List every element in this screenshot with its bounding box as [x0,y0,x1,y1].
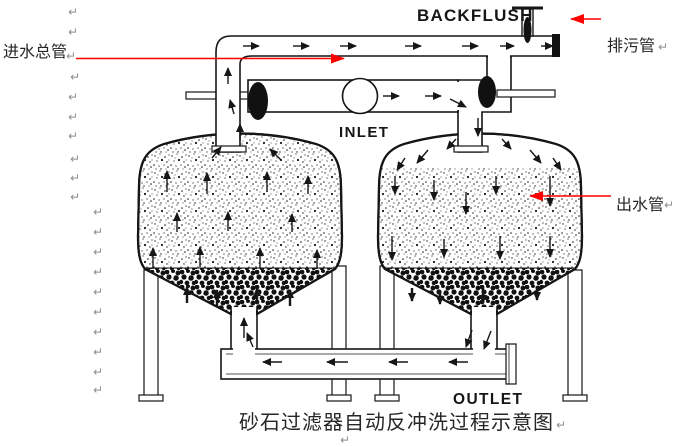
left-closed-valve-icon [248,82,268,120]
paragraph-mark-icon: ↵ [93,325,103,339]
paragraph-mark-icon: ↵ [93,245,103,259]
outlet-flange [505,343,517,385]
paragraph-mark-icon: ↵ [93,225,103,239]
top-piping [185,6,560,153]
paragraph-mark-icon: ↵ [68,110,78,124]
right-riser-flange [453,145,489,153]
paragraph-mark-icon: ↵ [70,70,80,84]
flow-arrow-icon [446,138,457,150]
leg-foot [326,394,352,402]
right-flange-bar [496,89,556,98]
outlet-manifold-pipe [220,348,508,380]
paragraph-mark-icon: ↵ [664,198,674,212]
inlet-main-pipe-label: 进水总管 [3,42,67,61]
callouts [76,14,611,201]
flow-arrow-icon [269,148,282,161]
paragraph-mark-icon: ↵ [70,171,80,185]
paragraph-marks: ↵ ↵ ↵ ↵ ↵ ↵ ↵ ↵ ↵ ↵ ↵ ↵ ↵ ↵ ↵ ↵ ↵ ↵ ↵ ↵ ↵ ↵ ↵ ↵ [66,5,674,447]
backflush-label: BACKFLUSH [417,6,534,25]
flow-arrow-icon [449,98,467,108]
left-filter-tank [136,132,344,316]
paragraph-mark-icon: ↵ [93,365,103,379]
paragraph-mark-icon: ↵ [68,5,78,19]
drain-valve-icon [512,6,543,43]
paragraph-mark-icon: ↵ [340,433,350,447]
flow-arrow-icon [211,146,222,159]
drain-pipe-label: 排污管 [607,36,655,55]
paragraph-mark-icon: ↵ [68,90,78,104]
drain-pipe-end-cap [552,34,560,57]
paragraph-mark-icon: ↵ [68,129,78,143]
inlet-label: INLET [339,124,389,141]
tank-leg [567,269,583,397]
flow-arrow-icon [464,329,473,348]
right-tank-outline [376,132,584,316]
outlet-pipe-label: 出水管 [616,195,664,214]
flow-arrows [149,42,562,366]
paragraph-mark-icon: ↵ [93,305,103,319]
paragraph-mark-icon: ↵ [556,418,566,432]
paragraph-mark-icon: ↵ [68,25,78,39]
flow-arrow-icon [552,157,562,171]
tank-leg [143,269,159,397]
paragraph-mark-icon: ↵ [658,40,668,54]
flow-arrow-icon [228,99,237,115]
caption: 砂石过滤器自动反冲洗过程示意图 [239,410,554,434]
flow-arrow-icon [529,149,542,164]
sand-layer [138,133,342,270]
paragraph-mark-icon: ↵ [93,285,103,299]
paragraph-mark-icon: ↵ [93,205,103,219]
left-tank-outline [136,132,344,316]
flow-arrow-icon [396,157,406,171]
left-riser-flange [211,145,247,153]
leg-foot [374,394,400,402]
inlet-pipe-fitting [341,77,379,115]
paragraph-mark-icon: ↵ [66,49,76,63]
diagram-labels: BACKFLUSH INLET OUTLET 进水总管 排污管 出水管 砂石过滤… [3,6,664,434]
flow-arrow-icon [416,149,429,164]
left-tank-media [138,133,342,314]
flow-arrow-icon [501,138,512,150]
leg-foot [562,394,588,402]
paragraph-mark-icon: ↵ [70,152,80,166]
leg-foot [138,394,164,402]
sand-layer [378,168,582,270]
paragraph-mark-icon: ↵ [70,190,80,204]
paragraph-mark-icon: ↵ [93,345,103,359]
right-closed-valve-icon [478,76,496,108]
bottom-outlet-piping [220,306,517,385]
flow-arrow-icon [483,330,492,350]
outlet-label: OUTLET [453,391,523,408]
flow-arrow-icon [246,332,254,348]
paragraph-mark-icon: ↵ [93,265,103,279]
paragraph-mark-icon: ↵ [93,383,103,397]
right-tank-media [378,168,582,314]
